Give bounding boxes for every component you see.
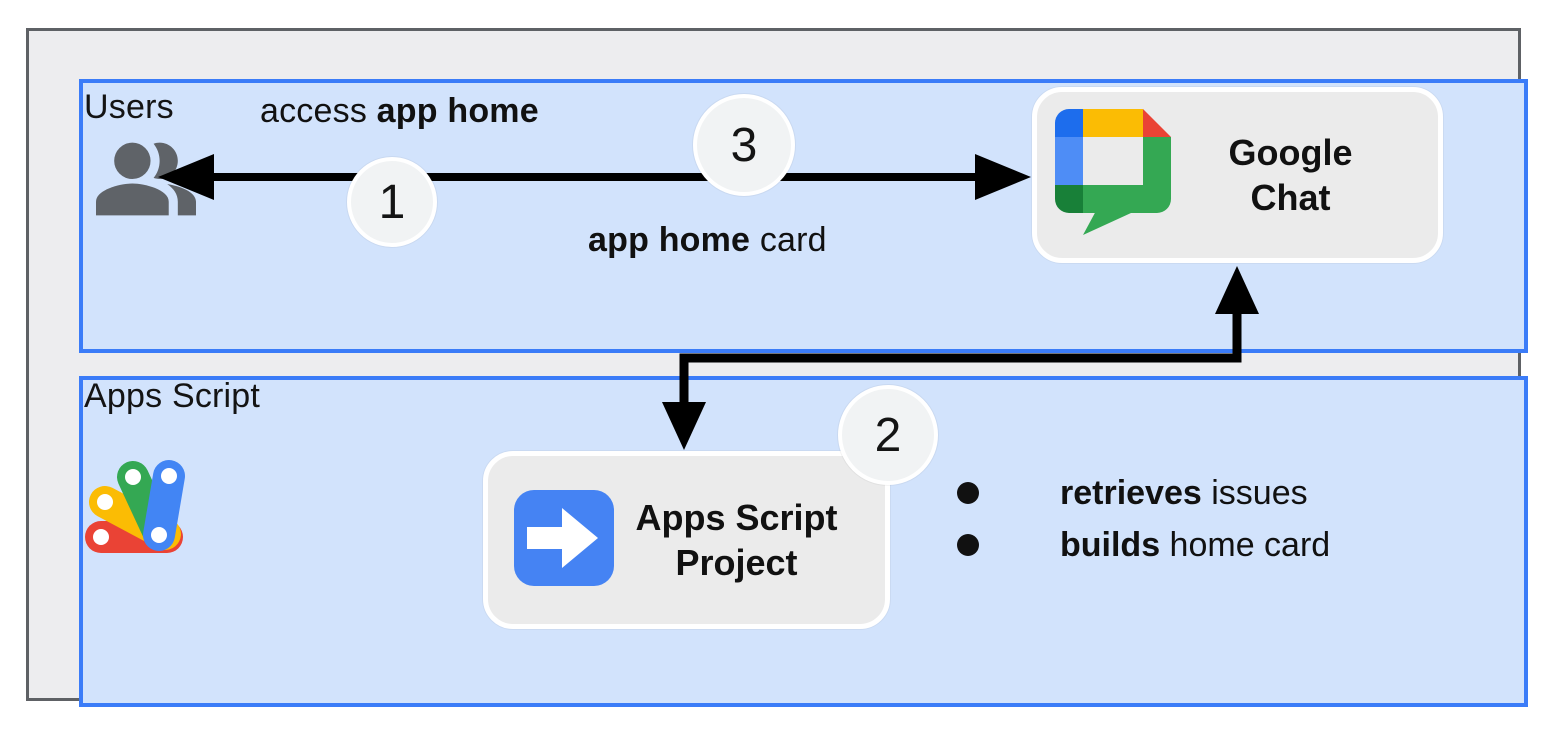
- users-icon: [96, 133, 196, 230]
- bullet-dot: [957, 534, 979, 556]
- access-app-home-label: access app home: [260, 92, 539, 131]
- bullet-1-bold: retrieves: [1060, 474, 1202, 512]
- users-zone-label: Users: [84, 88, 174, 126]
- bullet-2-rest: home card: [1160, 526, 1331, 564]
- apps-script-project-node: Apps Script Project: [483, 451, 890, 629]
- step-3-number: 3: [730, 118, 758, 172]
- step-badge-3: 3: [693, 94, 795, 196]
- access-label-normal: access: [260, 92, 377, 130]
- step-1-number: 1: [378, 175, 406, 229]
- apps-script-logo: [83, 450, 207, 563]
- google-chat-label-line1: Google: [1228, 132, 1353, 173]
- apps-script-project-label-line2: Project: [675, 542, 798, 583]
- card-label-bold: app home: [588, 221, 751, 259]
- bullet-dot: [957, 482, 979, 504]
- bullet-1-rest: issues: [1201, 474, 1308, 512]
- step-badge-2: 2: [838, 385, 938, 485]
- apps-script-zone-label: Apps Script: [84, 377, 261, 415]
- arrow-right-icon: [514, 489, 614, 591]
- step-badge-1: 1: [347, 157, 437, 247]
- google-chat-node: Google Chat: [1032, 87, 1443, 263]
- google-chat-label: Google Chat: [1171, 130, 1410, 220]
- apps-script-project-label: Apps Script Project: [614, 495, 859, 585]
- bullet-builds-home-card: builds home card: [1060, 526, 1330, 565]
- google-chat-logo: [1055, 108, 1171, 242]
- bullet-retrieves-issues: retrieves issues: [1060, 474, 1308, 513]
- app-home-card-label: app home card: [588, 221, 827, 260]
- bullet-2-bold: builds: [1060, 526, 1161, 564]
- step-2-number: 2: [874, 408, 902, 462]
- apps-script-project-label-line1: Apps Script: [635, 497, 838, 538]
- access-label-bold: app home: [376, 92, 539, 130]
- card-label-normal: card: [750, 221, 827, 259]
- google-chat-label-line2: Chat: [1250, 177, 1331, 218]
